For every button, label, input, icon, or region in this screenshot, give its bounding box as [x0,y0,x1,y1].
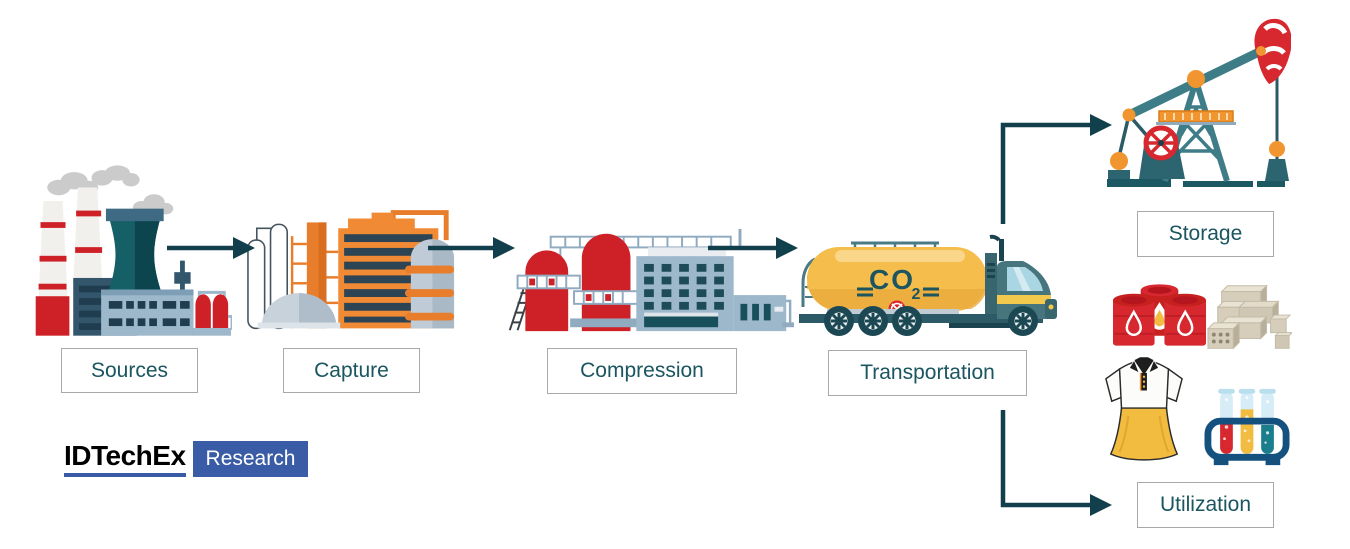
stage-label-text: Utilization [1159,493,1252,516]
compression-facility-icon [502,227,794,334]
stage-label-text: Transportation [860,361,995,384]
concrete-blocks-icon [1206,281,1292,355]
capture-plant-icon [246,206,456,335]
smoke-clouds [47,165,174,215]
oil-barrels-icon [1112,282,1207,348]
stage-label-text: Sources [90,358,169,382]
stage-label-text: Capture [314,358,389,382]
stage-label-transportation: Transportation [828,350,1027,396]
co2-tanker-truck-icon: CO 2 [799,233,1057,341]
stage-label-text: Storage [1168,222,1243,245]
co2-subscript: 2 [912,286,921,303]
stage-label-text: Compression [580,359,704,382]
polo-shirt-icon [1102,356,1186,466]
test-tubes-icon [1202,384,1292,470]
stage-label-storage: Storage [1137,211,1274,257]
stage-label-utilization: Utilization [1137,482,1274,528]
stage-label-capture: Capture [283,348,420,393]
arrow-transportation-to-utilization [1000,410,1091,508]
arrowhead-icon [1090,494,1112,516]
power-plant-icon [28,162,232,340]
truck-wheels [824,306,1038,336]
stage-label-sources: Sources [61,348,198,393]
pump-jack-icon [1099,9,1291,189]
stage-label-compression: Compression [547,348,737,394]
research-badge: Research [192,441,309,477]
idtechex-logo: IDTechEx Research [64,441,309,477]
arrow-transportation-to-storage [1000,122,1091,224]
idtechex-wordmark: IDTechEx [64,441,186,477]
co2-label: CO [869,264,915,295]
